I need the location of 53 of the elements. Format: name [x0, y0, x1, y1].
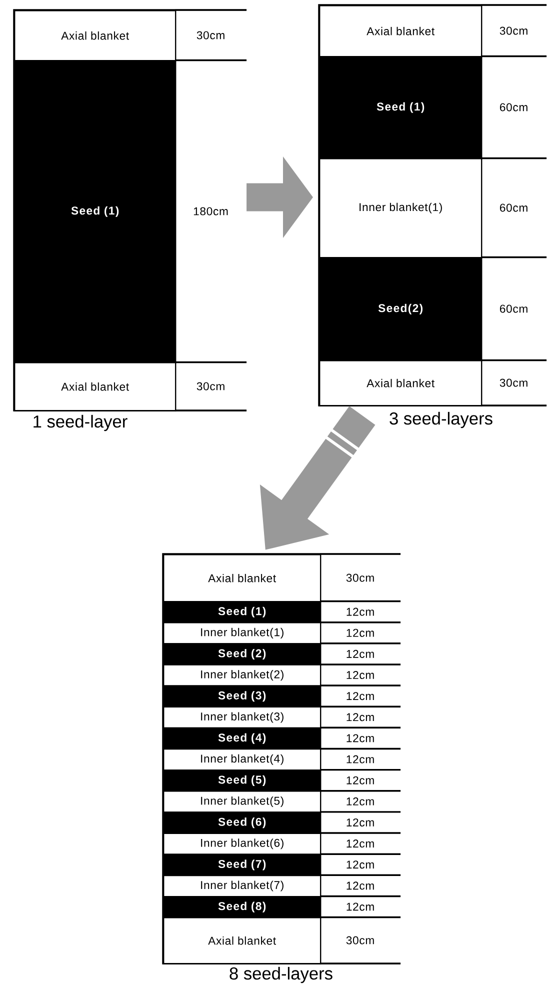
length-cell: 60cm — [481, 256, 547, 362]
layer-cell: Inner blanket(7) — [163, 874, 322, 898]
layer-cell: Seed (6) — [163, 812, 322, 834]
layer-cell: Inner blanket(1) — [163, 622, 322, 644]
length-cell: 12cm — [320, 768, 401, 792]
layer-cell: Axial blanket — [319, 360, 482, 406]
column-caption: 1 seed-layer — [34, 414, 128, 432]
layer-cell: Seed (1) — [14, 60, 176, 364]
column-caption: 8 seed-layers — [230, 966, 332, 984]
length-cell: 12cm — [320, 642, 401, 666]
length-cell: 30cm — [175, 361, 247, 412]
length-cell: 12cm — [320, 684, 401, 708]
layer-cell: Inner blanket(2) — [163, 664, 322, 686]
layer-cell: Inner blanket(1) — [319, 158, 482, 258]
layer-cell: Axial blanket — [163, 917, 322, 964]
length-cell: 30cm — [175, 9, 247, 62]
length-cell: 12cm — [320, 853, 401, 876]
layer-cell: Axial blanket — [163, 554, 322, 602]
length-cell: 30cm — [481, 4, 547, 58]
length-cell: 60cm — [481, 157, 547, 258]
layer-cell: Seed (1) — [163, 601, 322, 624]
layer-cell: Seed (8) — [163, 896, 322, 918]
length-cell: 12cm — [320, 895, 401, 918]
layer-cell: Axial blanket — [14, 362, 176, 412]
length-cell: 12cm — [320, 811, 401, 834]
layer-cell: Inner blanket(4) — [163, 748, 322, 771]
length-cell: 12cm — [320, 664, 401, 686]
layer-cell: Axial blanket — [14, 10, 176, 62]
layer-cell: Inner blanket(3) — [163, 706, 322, 729]
layer-cell: Axial blanket — [319, 5, 482, 58]
layer-cell: Seed (3) — [163, 685, 322, 708]
length-cell: 12cm — [320, 621, 401, 644]
layer-cell: Seed (7) — [163, 854, 322, 876]
layer-cell: Seed (1) — [319, 56, 482, 160]
length-cell: 12cm — [320, 706, 401, 729]
layer-cell: Inner blanket(5) — [163, 790, 322, 813]
length-cell: 12cm — [320, 726, 401, 750]
length-cell: 12cm — [320, 832, 401, 855]
length-cell: 12cm — [320, 874, 401, 898]
layer-cell: Seed (4) — [163, 727, 322, 750]
layer-cell: Seed(2) — [319, 257, 482, 362]
length-cell: 12cm — [320, 600, 401, 624]
layer-cell: Seed (5) — [163, 770, 322, 792]
layer-cell: Seed (2) — [163, 643, 322, 666]
column-caption: 3 seed-layers — [390, 412, 492, 428]
length-cell: 12cm — [320, 748, 401, 771]
length-cell: 30cm — [320, 916, 401, 964]
length-cell: 180cm — [175, 59, 247, 364]
length-cell: 30cm — [320, 553, 401, 602]
length-cell: 30cm — [481, 359, 547, 406]
length-cell: 60cm — [481, 55, 547, 160]
length-cell: 12cm — [320, 790, 401, 813]
layer-cell: Inner blanket(6) — [163, 832, 322, 855]
